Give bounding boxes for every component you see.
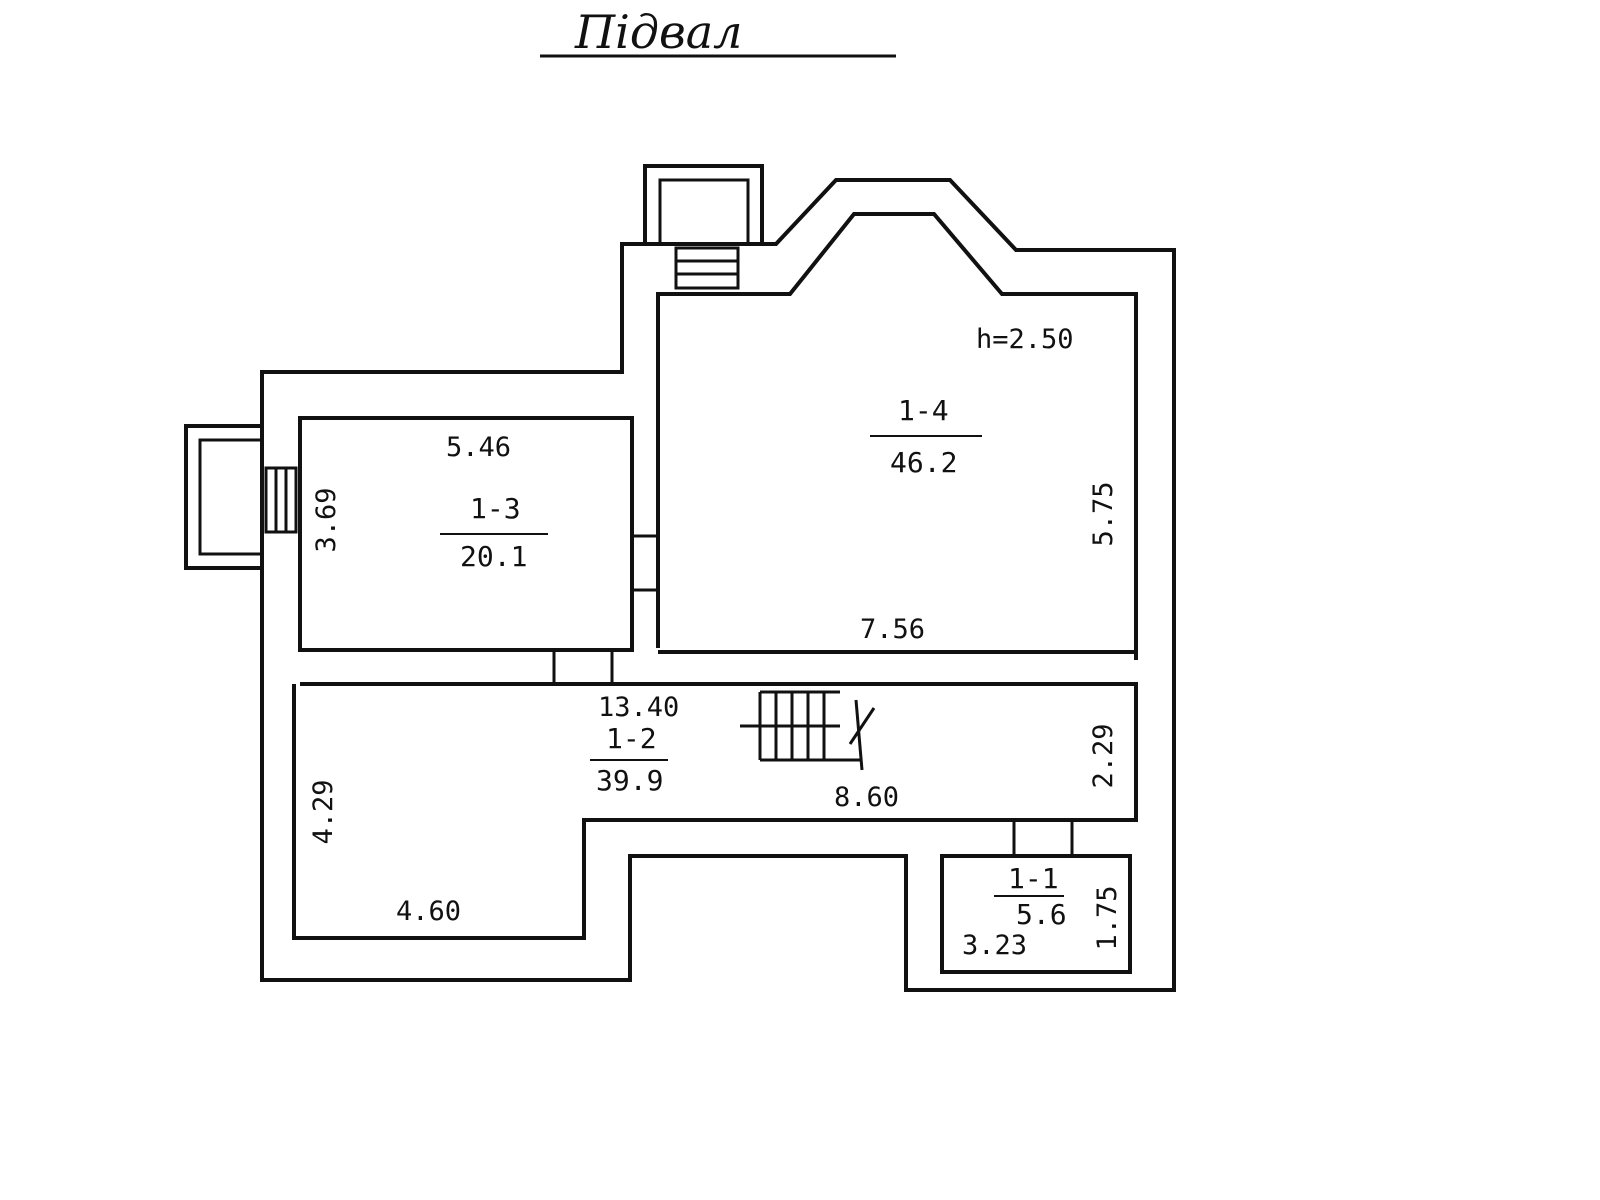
left-entrance-pit [184, 424, 262, 570]
room-1-2-left-depth: 4.29 [308, 779, 339, 844]
room-1-2 [292, 682, 1138, 940]
left-entrance-pit-inner [198, 438, 264, 556]
room-1-1-area: 5.6 [1016, 898, 1067, 931]
staircase [740, 690, 876, 771]
room-1-2-area: 39.9 [596, 764, 663, 797]
room-1-3-depth: 3.69 [311, 487, 342, 552]
room-1-3-area: 20.1 [460, 540, 527, 573]
room-1-1-depth: 1.75 [1092, 885, 1123, 950]
room-1-1 [940, 854, 1132, 974]
room-1-2-length: 13.40 [598, 692, 679, 723]
room-1-1-id: 1-1 [1008, 862, 1059, 895]
room-1-4 [656, 212, 1138, 660]
room-1-2-right-width: 2.29 [1088, 723, 1119, 788]
door-1-1-to-1-2 [1012, 820, 1074, 856]
door-1-3-to-1-4 [632, 534, 658, 592]
room-1-4-width: 7.56 [860, 614, 925, 645]
room-1-3 [298, 416, 634, 652]
room-1-1-width: 3.23 [962, 930, 1027, 961]
room-1-3-id: 1-3 [470, 492, 521, 525]
room-1-2-left-width: 4.60 [396, 896, 461, 927]
room-1-4-depth: 5.75 [1088, 481, 1119, 546]
door-1-2-to-1-3 [552, 650, 614, 684]
room-1-4-area: 46.2 [890, 446, 957, 479]
room-1-2-id: 1-2 [606, 722, 657, 755]
room-1-3-width: 5.46 [446, 432, 511, 463]
left-entrance-steps [264, 466, 298, 534]
room-1-4-id: 1-4 [898, 394, 949, 427]
top-entrance-steps [674, 246, 740, 290]
outer-wall [260, 178, 1176, 992]
top-entrance-pit [643, 164, 764, 244]
room-1-2-right-length: 8.60 [834, 782, 899, 813]
plan-title: Підвал [574, 5, 742, 59]
height-note: h=2.50 [976, 324, 1074, 355]
top-entrance-pit-inner [658, 178, 750, 246]
